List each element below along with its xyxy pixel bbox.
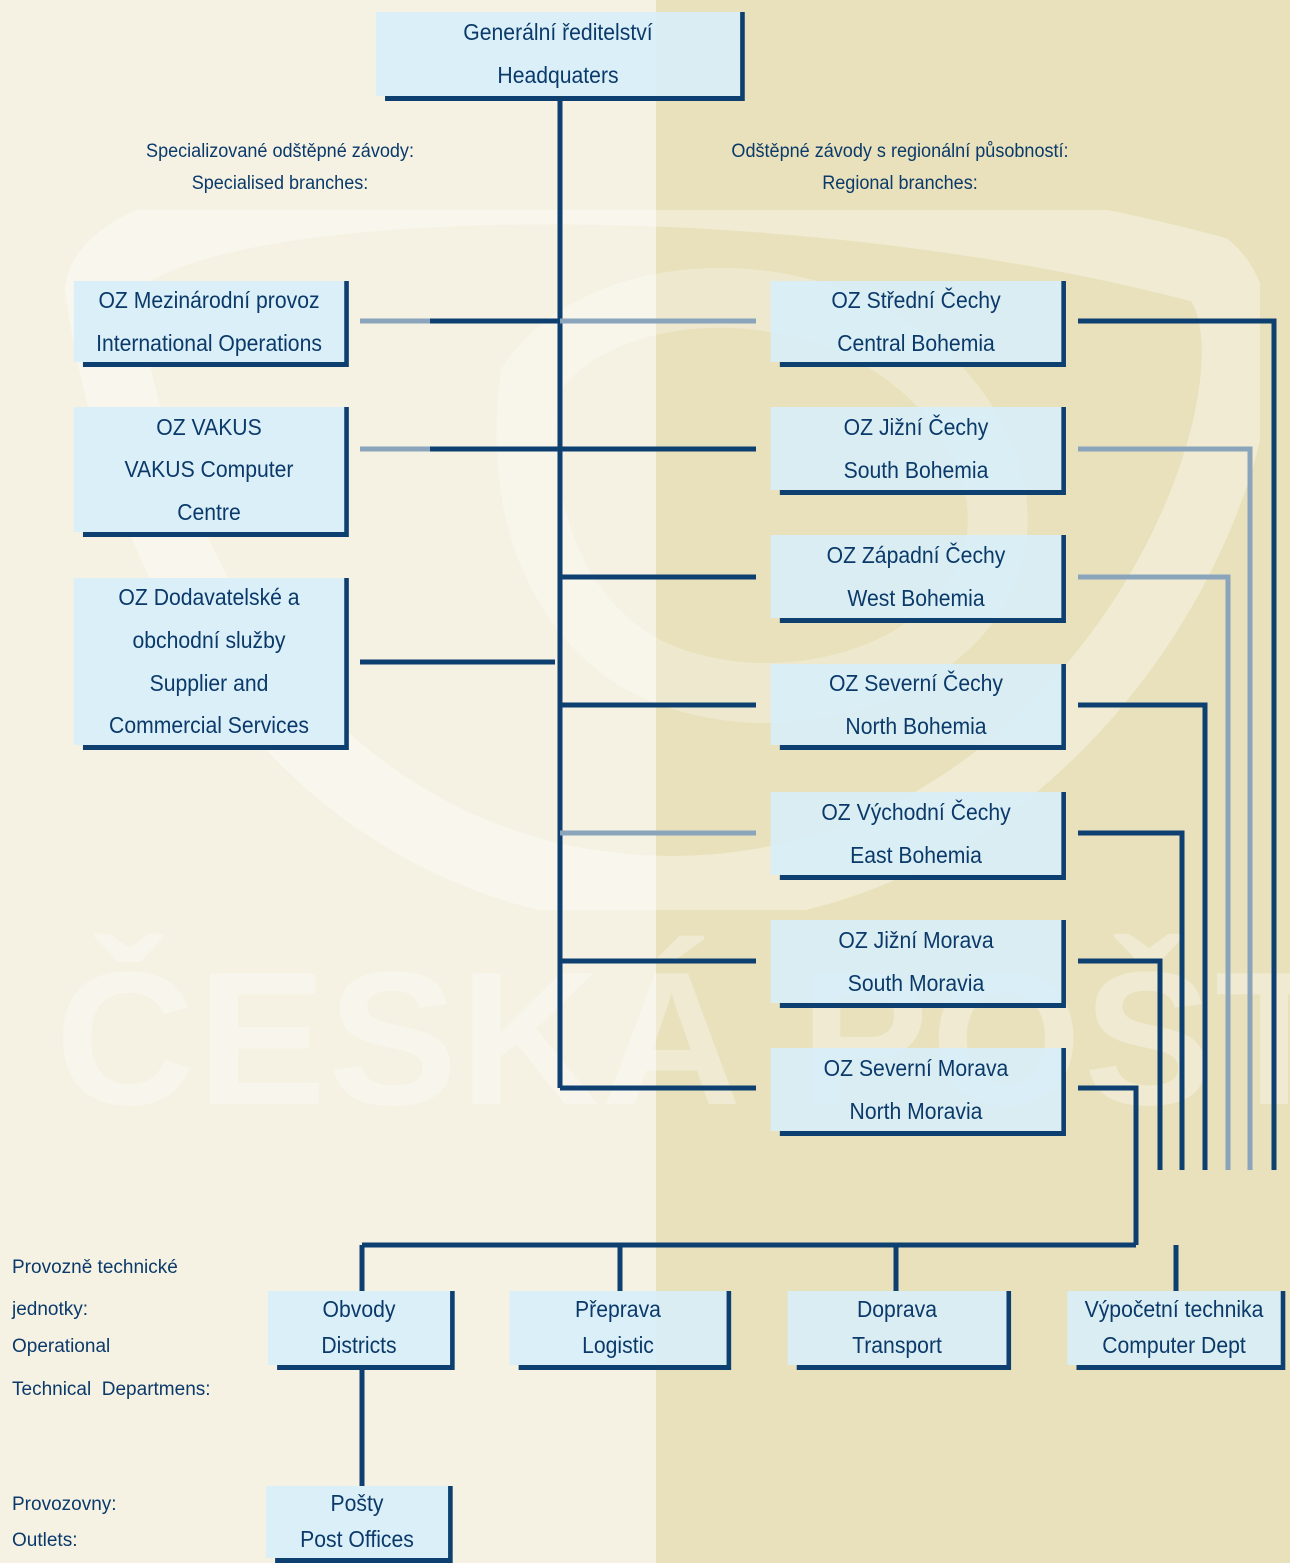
outlet-label-czech: Pošty	[330, 1490, 384, 1517]
department-label: Obvody	[322, 1296, 396, 1323]
regional-header-english: Regional branches:	[822, 173, 978, 194]
department-label: Přeprava	[575, 1296, 661, 1323]
regional-header: Odštěpné závody s regionální působností:…	[691, 136, 1109, 200]
watermark-text: ČESKÁ POŠTA	[55, 933, 1290, 1145]
branch-label: Centre	[177, 498, 241, 525]
branch-label: OZ Dodavatelské a	[118, 584, 300, 611]
branch-label: VAKUS Computer	[124, 456, 294, 483]
branch-label: OZ Severní Morava	[823, 1054, 1009, 1081]
department-label: Districts	[321, 1332, 397, 1358]
department-transport: Doprava Transport	[787, 1291, 1012, 1370]
side-label: Provozovny:	[12, 1494, 117, 1515]
branch-label: OZ Střední Čechy	[831, 286, 1001, 313]
branch-label: East Bohemia	[850, 841, 982, 868]
side-label: Outlets:	[12, 1530, 78, 1551]
branch-label: OZ Západní Čechy	[826, 541, 1006, 568]
side-label: jednotky:	[12, 1299, 89, 1320]
department-label: Transport	[852, 1332, 942, 1358]
department-label: Výpočetní technika	[1084, 1296, 1264, 1323]
regional-branch-south-bohemia: OZ Jižní Čechy South Bohemia	[770, 407, 1066, 495]
branch-label: International Operations	[96, 329, 322, 356]
department-logistic: Přeprava Logistic	[509, 1291, 732, 1370]
branch-label: obchodní služby	[132, 626, 286, 653]
riser-3	[1078, 702, 1208, 1170]
specialised-header-czech: Specializované odštěpné závody:	[146, 141, 414, 162]
regional-branch-north-bohemia: OZ Severní Čechy North Bohemia	[770, 664, 1066, 750]
regional-branch-east-bohemia: OZ Východní Čechy East Bohemia	[770, 792, 1066, 880]
side-label: Technical Departmens:	[12, 1379, 211, 1400]
branch-label: Central Bohemia	[837, 329, 995, 356]
branch-label: OZ Mezinárodní provoz	[98, 286, 320, 313]
specialised-header-english: Specialised branches:	[191, 173, 369, 194]
headquarters-english: Headquaters	[497, 62, 619, 88]
headquarters-czech: Generální ředitelství	[463, 19, 653, 46]
branch-label: OZ Východní Čechy	[821, 798, 1011, 825]
regional-header-czech: Odštěpné závody s regionální působností:	[731, 141, 1069, 162]
riser-5	[1078, 958, 1163, 1170]
specialised-header: Specializované odštěpné závody: Speciali…	[109, 136, 451, 200]
riser-2	[1078, 574, 1231, 1170]
side-label: Provozně technické	[12, 1257, 178, 1278]
department-computer: Výpočetní technika Computer Dept	[1067, 1291, 1286, 1370]
department-label: Computer Dept	[1102, 1332, 1246, 1358]
specialised-branch-supplier: OZ Dodavatelské a obchodní služby Suppli…	[73, 578, 349, 750]
branch-label: OZ Jižní Morava	[838, 926, 994, 953]
department-districts: Obvody Districts	[267, 1291, 455, 1370]
branch-label: OZ Severní Čechy	[828, 669, 1004, 696]
branch-label: OZ Jižní Čechy	[843, 413, 989, 440]
side-label: Operational	[12, 1336, 111, 1357]
outlet-label-english: Post Offices	[300, 1526, 414, 1552]
branch-label: South Moravia	[847, 969, 985, 996]
branch-label: North Moravia	[849, 1097, 983, 1124]
department-label: Doprava	[857, 1296, 937, 1323]
branch-label: OZ VAKUS	[156, 413, 262, 440]
outlets-post-offices: Pošty Post Offices	[265, 1486, 453, 1563]
branch-label: Supplier and	[149, 669, 269, 696]
branch-label: South Bohemia	[843, 456, 989, 483]
regional-branch-south-moravia: OZ Jižní Morava South Moravia	[770, 920, 1066, 1008]
branch-label: Commercial Services	[109, 712, 309, 739]
branch-label: West Bohemia	[847, 584, 985, 611]
riser-0	[1078, 318, 1277, 1170]
regional-branch-north-moravia: OZ Severní Morava North Moravia	[770, 1048, 1066, 1136]
specialised-branch-vakus: OZ VAKUS VAKUS Computer Centre	[73, 407, 349, 537]
regional-branch-west-bohemia: OZ Západní Čechy West Bohemia	[770, 535, 1066, 623]
regional-branch-central-bohemia: OZ Střední Čechy Central Bohemia	[770, 281, 1066, 367]
riser-1	[1078, 446, 1253, 1170]
riser-6	[1078, 1085, 1139, 1245]
department-label: Logistic	[582, 1332, 654, 1358]
riser-4	[1078, 830, 1185, 1170]
specialised-branch-international: OZ Mezinárodní provoz International Oper…	[73, 281, 349, 367]
headquarters-box: Generální ředitelství Headquaters	[375, 12, 745, 101]
branch-label: North Bohemia	[845, 712, 987, 739]
